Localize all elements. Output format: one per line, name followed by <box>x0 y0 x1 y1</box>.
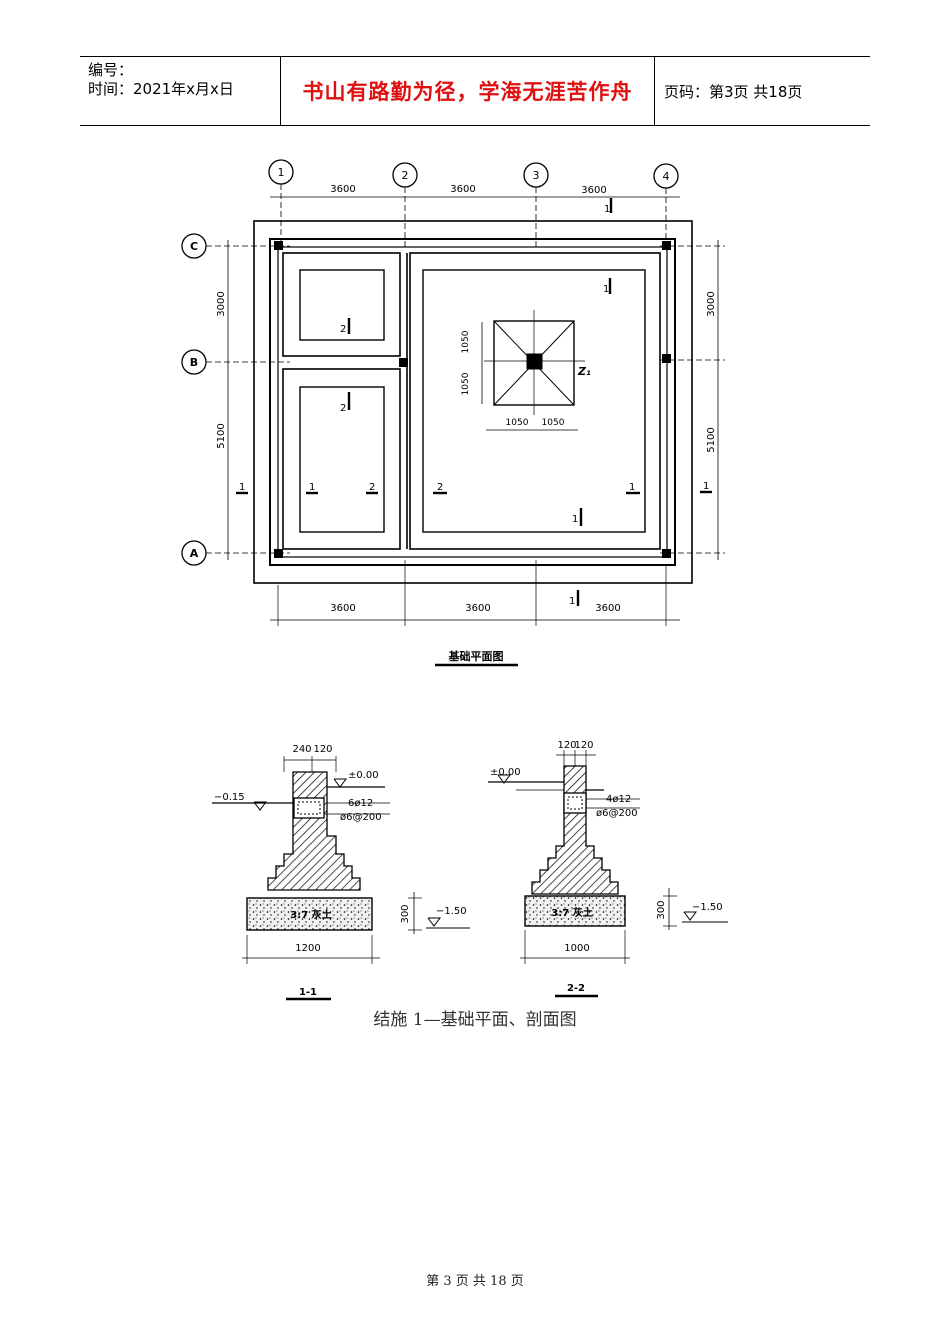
section-mark: 1 <box>703 481 709 492</box>
section-mark: 1 <box>309 482 315 493</box>
col-span-dim: 3600 <box>595 603 620 614</box>
section-1-1-labels: 240 120 ±0.00 −0.15 6ø12 ø6@200 3:7 灰土 3… <box>214 744 467 998</box>
plan-title: 基础平面图 <box>448 649 504 663</box>
bottom-level: −1.50 <box>436 906 467 917</box>
wall-dim: 120 <box>313 744 332 755</box>
col-span-dim: 3600 <box>330 603 355 614</box>
axis-col-label: 1 <box>278 166 285 179</box>
row-span-dim: 3000 <box>216 291 227 316</box>
base-thickness: 300 <box>656 900 667 919</box>
footing-width: 1200 <box>295 943 320 954</box>
axis-row-label: B <box>190 356 198 369</box>
row-span-dim: 5100 <box>216 423 227 448</box>
figure-caption: 结施 1—基础平面、剖面图 <box>373 1010 577 1030</box>
section-title: 1-1 <box>299 987 317 998</box>
axis-col-label: 4 <box>663 170 670 183</box>
row-span-dim: 3000 <box>706 291 717 316</box>
footing-dim: 1050 <box>461 372 471 395</box>
top-level: ±0.00 <box>490 767 521 778</box>
top-level: ±0.00 <box>348 770 379 781</box>
col-span-dim: 3600 <box>330 184 355 195</box>
axis-row-label: C <box>190 240 198 253</box>
base-material: 3:7 灰土 <box>551 906 592 919</box>
row-span-dim: 5100 <box>706 427 717 452</box>
rebar-main: 4ø12 <box>606 794 631 805</box>
section-mark: 1 <box>603 284 609 295</box>
page-footer: 第 3 页 共 18 页 <box>426 1274 524 1289</box>
axis-col-markers <box>268 159 679 248</box>
section-2-2-labels: 120 120 ±0.00 4ø12 ø6@200 3:7 灰土 300 −1.… <box>490 740 723 994</box>
section-mark: 2 <box>369 482 375 493</box>
time-label: 时间：2021年x月x日 <box>88 80 234 98</box>
ground-level: −0.15 <box>214 792 245 803</box>
section-mark: 2 <box>340 403 346 414</box>
section-mark: 1 <box>239 482 245 493</box>
col-span-dim: 3600 <box>581 185 606 196</box>
header-motto: 书山有路勤为径，学海无涯苦作舟 <box>302 80 633 104</box>
bottom-level: −1.50 <box>692 902 723 913</box>
footing-dim: 1050 <box>461 330 471 353</box>
section-2-2 <box>488 750 728 998</box>
base-material: 3:7 灰土 <box>290 908 331 921</box>
wall-dim: 240 <box>292 744 311 755</box>
page-header: 编号： 时间：2021年x月x日 书山有路勤为径，学海无涯苦作舟 页码：第3页 … <box>80 56 870 126</box>
header-meta: 编号： 时间：2021年x月x日 <box>88 61 234 99</box>
plan-columns <box>274 241 671 558</box>
number-label: 编号： <box>88 61 134 79</box>
rebar-stirrup: ø6@200 <box>596 808 638 819</box>
rebar-stirrup: ø6@200 <box>340 812 382 823</box>
header-divider <box>280 57 281 125</box>
plan-labels: 1 2 3 4 C B A 3600 3600 3600 3600 3600 3… <box>190 166 717 663</box>
col-span-dim: 3600 <box>450 184 475 195</box>
foundation-plan <box>181 159 725 667</box>
section-title: 2-2 <box>567 983 585 994</box>
section-mark: 1 <box>604 204 610 215</box>
header-page-info: 页码：第3页 共18页 <box>664 82 803 101</box>
wall-dim: 120 <box>574 740 593 751</box>
axis-row-markers <box>181 233 725 566</box>
footing-dim: 1050 <box>542 418 565 428</box>
section-mark: 1 <box>572 514 578 525</box>
section-mark: 2 <box>437 482 443 493</box>
column-label: Z₁ <box>577 365 591 378</box>
wall-dim: 120 <box>557 740 576 751</box>
base-thickness: 300 <box>400 904 411 923</box>
section-mark: 1 <box>569 596 575 607</box>
section-1-1 <box>212 756 470 1001</box>
axis-row-label: A <box>190 547 199 560</box>
rebar-main: 6ø12 <box>348 798 373 809</box>
header-divider <box>654 57 655 125</box>
footing-dim: 1050 <box>506 418 529 428</box>
footing-width: 1000 <box>564 943 589 954</box>
section-mark: 1 <box>629 482 635 493</box>
section-mark: 2 <box>340 324 346 335</box>
col-span-dim: 3600 <box>465 603 490 614</box>
axis-col-label: 3 <box>533 169 540 182</box>
section-cut-marks <box>236 198 712 606</box>
axis-col-label: 2 <box>402 169 409 182</box>
